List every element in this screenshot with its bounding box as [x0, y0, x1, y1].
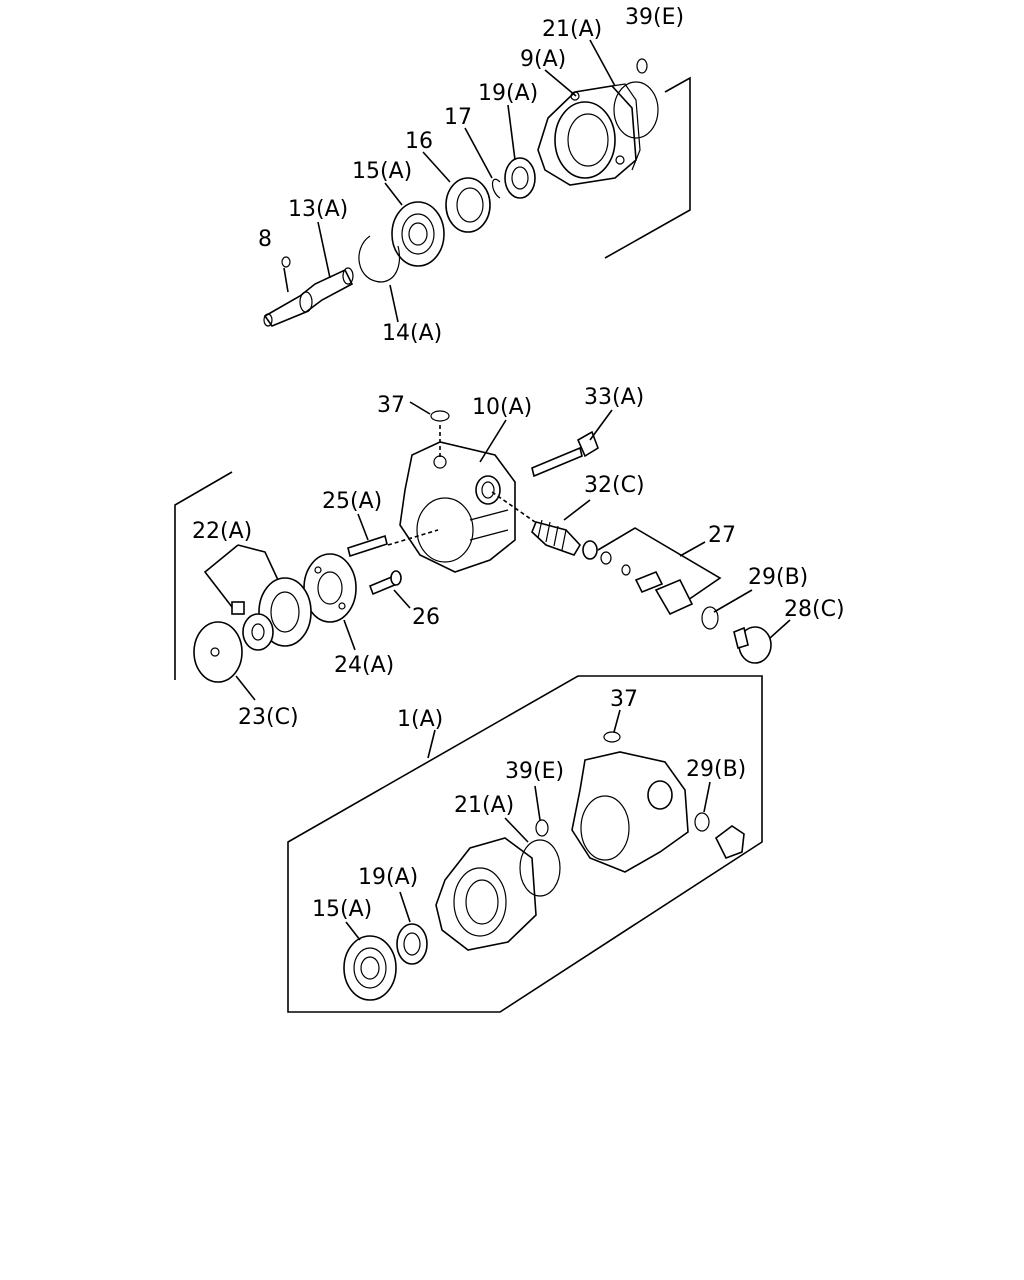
label-32c: 32(C): [584, 473, 645, 498]
label-39e-top: 39(E): [625, 5, 684, 30]
bottom-assembly: [287, 675, 763, 1013]
top-leaders: [283, 39, 616, 323]
small-bearing-part: [504, 157, 536, 199]
rear-housing-part: [571, 751, 689, 873]
washer-part: [445, 177, 491, 233]
label-24a: 24(A): [334, 653, 394, 678]
bolt-part: [531, 430, 599, 478]
label-29b-bot: 29(B): [686, 757, 746, 782]
rear-plate-part: [193, 621, 243, 683]
label-15a-top: 15(A): [352, 159, 412, 184]
front-housing-bot-part: [435, 837, 537, 951]
retaining-ring-part: [358, 235, 401, 283]
label-25a: 25(A): [322, 489, 382, 514]
label-16: 16: [405, 129, 433, 154]
label-33a: 33(A): [584, 385, 644, 410]
label-15a-bot: 15(A): [312, 897, 372, 922]
ball-bearing-bot-part: [343, 935, 397, 1001]
o-ring-29b-part: [701, 606, 719, 630]
shaft-part: [263, 267, 354, 327]
label-22a: 22(A): [192, 519, 252, 544]
plug-bot-part: [714, 825, 745, 860]
label-21a-bot: 21(A): [454, 793, 514, 818]
seal-37-bot-part: [603, 731, 621, 743]
plug-part: [733, 626, 772, 664]
top-assembly: [263, 58, 691, 327]
rotor-part: [231, 601, 274, 651]
label-28c: 28(C): [784, 597, 845, 622]
label-8: 8: [258, 227, 272, 252]
o-ring-29b-bot-part: [694, 812, 710, 832]
key-part: [281, 256, 291, 268]
assembly-box: [287, 675, 763, 1013]
screw-part: [368, 570, 402, 596]
seal-37-part: [430, 410, 450, 422]
label-10a: 10(A): [472, 395, 532, 420]
label-39e-bot: 39(E): [505, 759, 564, 784]
label-9a: 9(A): [520, 47, 566, 72]
label-23c: 23(C): [238, 705, 299, 730]
o-ring-21a-bot-part: [519, 839, 561, 897]
mid-bracket-line: [174, 471, 233, 680]
o-ring-part: [613, 81, 659, 139]
small-bearing-bot-part: [396, 923, 428, 965]
label-19a-bot: 19(A): [358, 865, 418, 890]
valve-kit-part: [582, 527, 722, 616]
side-plate-part: [303, 553, 357, 623]
label-19a-top: 19(A): [478, 81, 538, 106]
label-37-mid: 37: [377, 393, 405, 418]
label-29b-mid: 29(B): [748, 565, 808, 590]
small-seal-part: [636, 58, 648, 74]
label-17: 17: [444, 105, 472, 130]
front-housing-part: [537, 83, 641, 186]
label-13a: 13(A): [288, 197, 348, 222]
label-1a: 1(A): [397, 707, 443, 732]
label-26: 26: [412, 605, 440, 630]
mid-leaders: [235, 401, 791, 701]
spring-part: [531, 519, 581, 556]
part-labels: 21(A) 39(E) 9(A) 19(A) 17 16 15(A) 13(A)…: [192, 5, 845, 922]
top-bracket-line: [604, 76, 691, 259]
pump-body-part: [399, 441, 516, 573]
snap-ring-part: [491, 178, 501, 199]
label-27: 27: [708, 523, 736, 548]
pin-part: [347, 534, 388, 558]
label-14a: 14(A): [382, 321, 442, 346]
middle-assembly: [174, 410, 772, 683]
label-37-bot: 37: [610, 687, 638, 712]
label-21a-top: 21(A): [542, 17, 602, 42]
ball-bearing-part: [391, 201, 445, 267]
seal-39e-bot-part: [535, 819, 549, 837]
